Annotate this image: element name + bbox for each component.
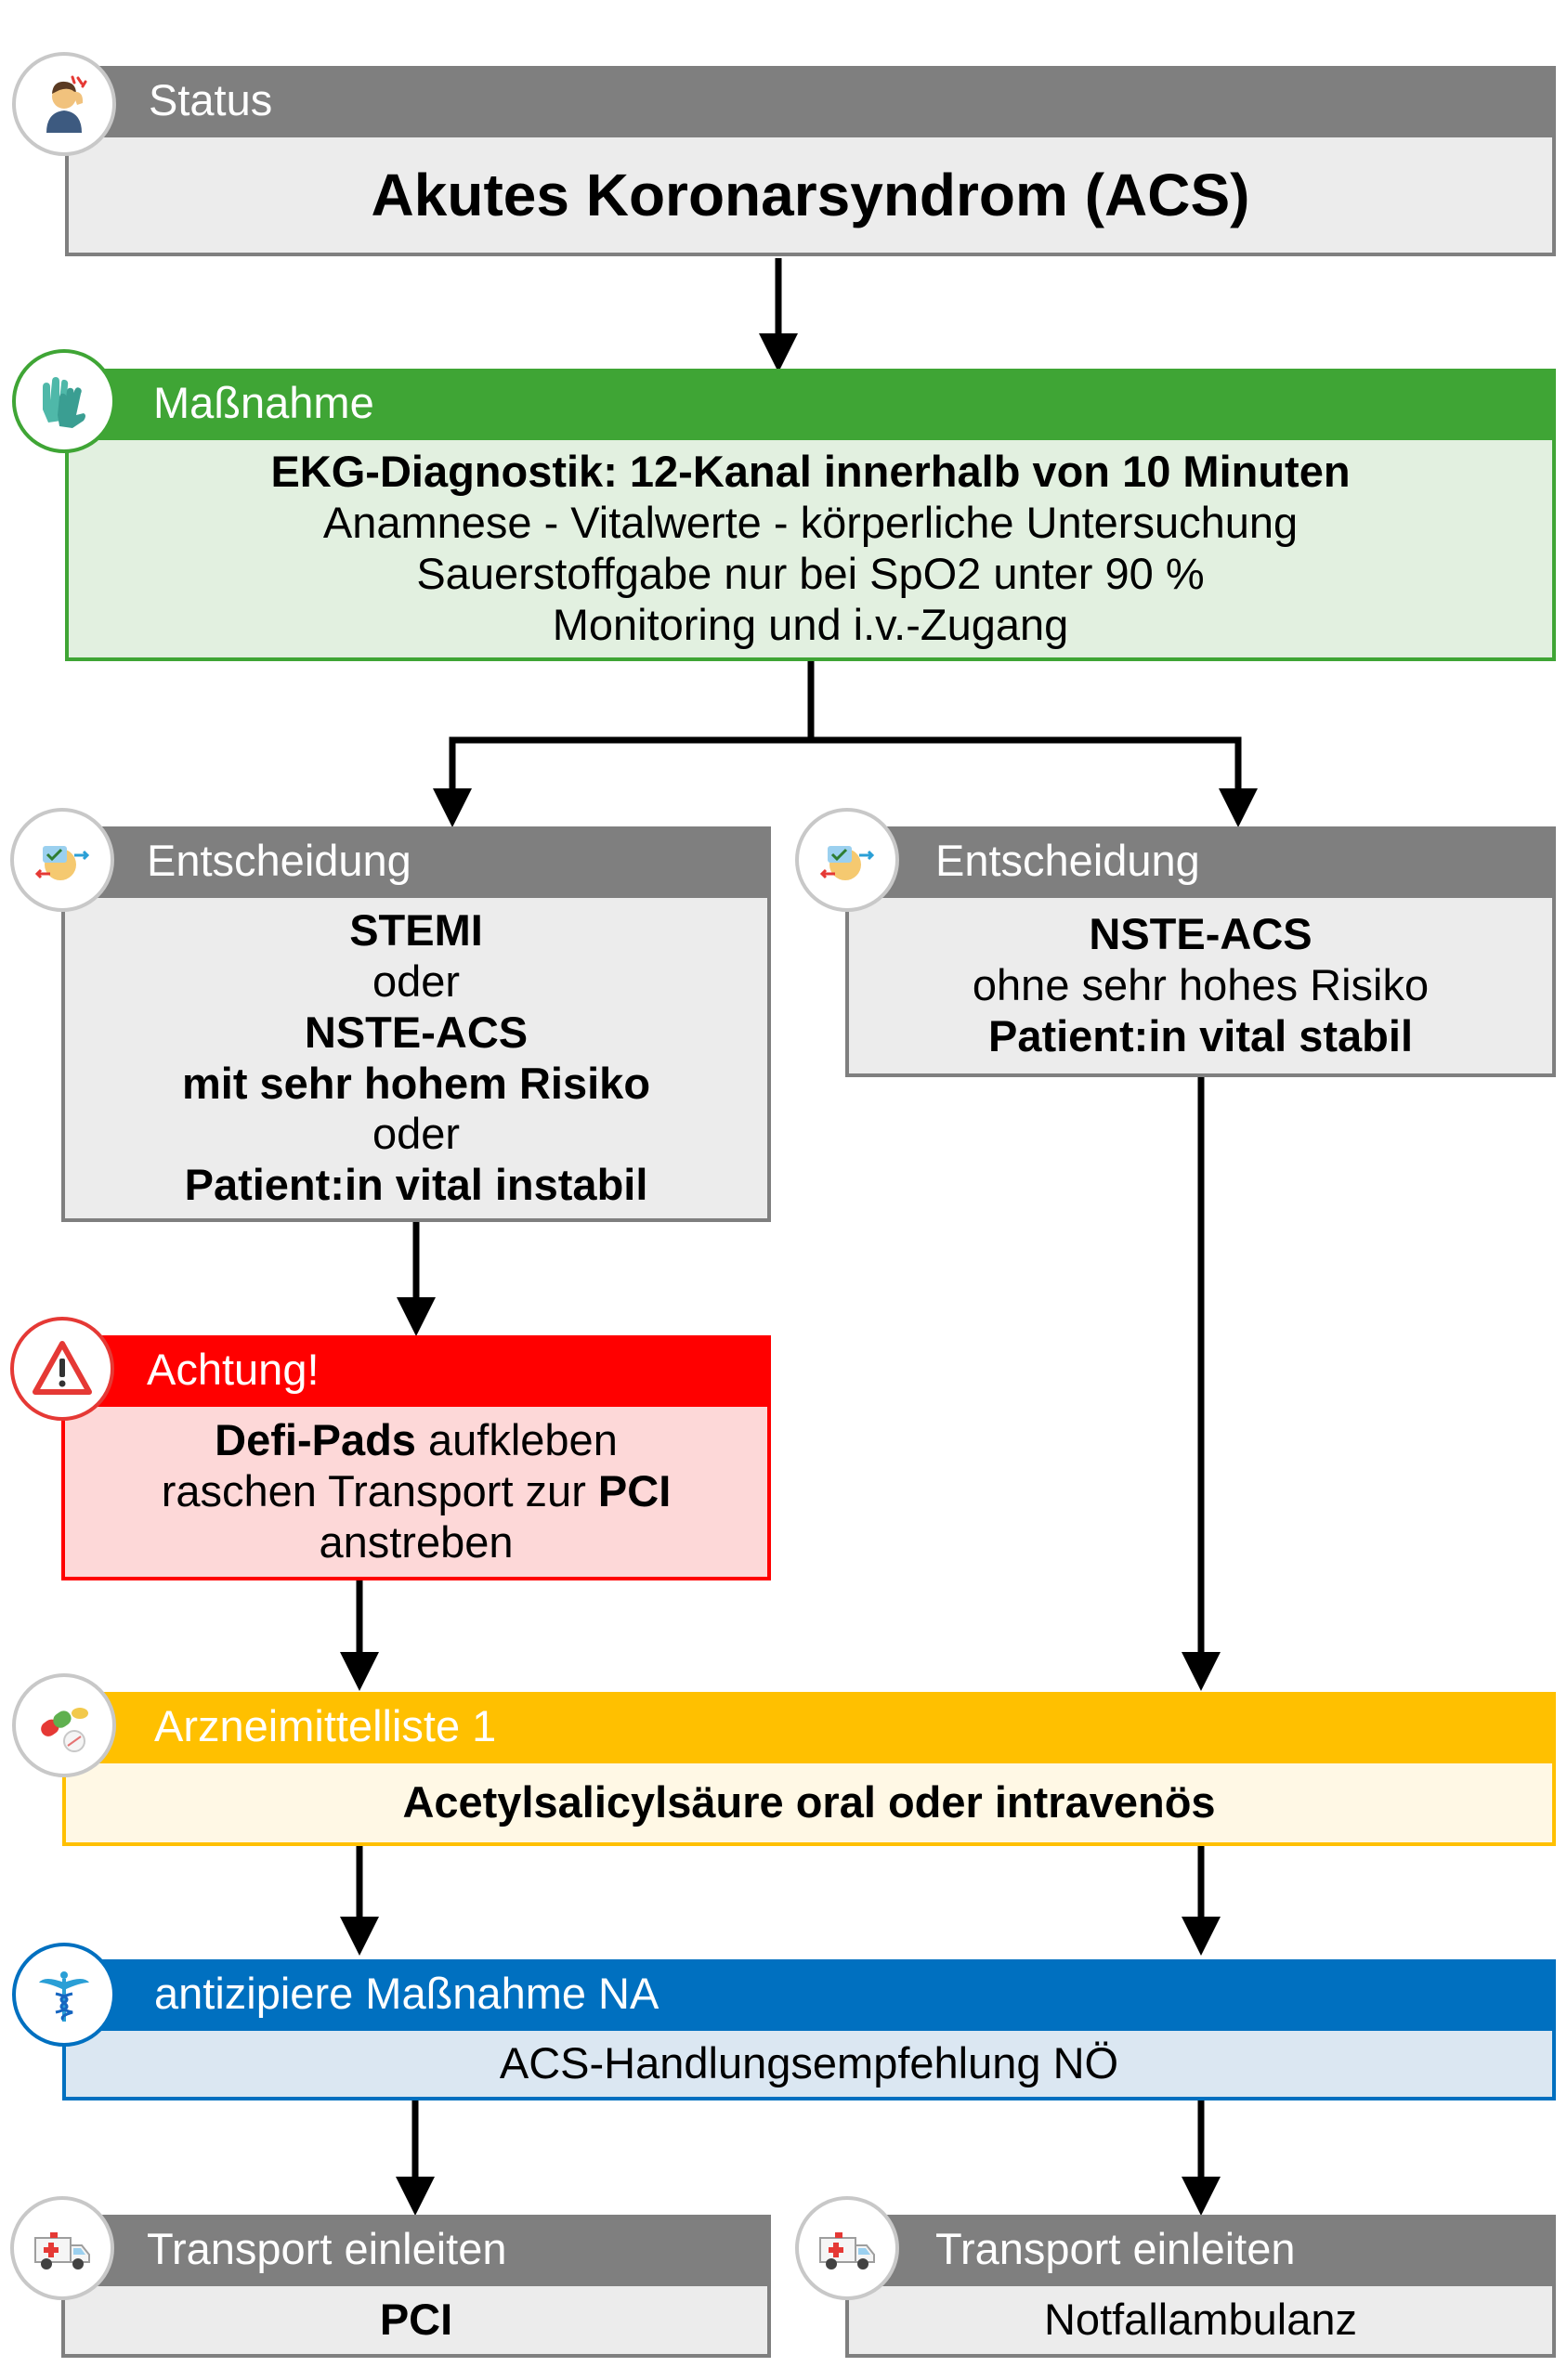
decision-left-line-1: STEMI <box>349 904 483 955</box>
decision-patient-icon <box>34 846 90 880</box>
status-header: Status <box>65 66 1556 134</box>
massnahme-line-1: EKG-Diagnostik: 12-Kanal innerhalb von 1… <box>270 447 1351 497</box>
arznei-body: Acetylsalicylsäure oral oder intravenös <box>62 1760 1556 1846</box>
decision-right-body: NSTE-ACS ohne sehr hohes Risiko Patient:… <box>845 894 1556 1077</box>
transport-left-header-label: Transport einleiten <box>147 2224 507 2273</box>
decision-left-line-3: NSTE-ACS <box>304 1007 529 1057</box>
na-header-label: antizipiere Maßnahme NA <box>154 1969 659 2018</box>
achtung-line-2-text: raschen Transport zur <box>161 1466 598 1515</box>
achtung-defi-pads: Defi-Pads <box>215 1415 416 1465</box>
arznei-header: Arzneimittelliste 1 <box>62 1692 1556 1760</box>
arznei-header-label: Arzneimittelliste 1 <box>154 1701 497 1750</box>
decision-right-line-3: Patient:in vital stabil <box>987 1010 1414 1060</box>
ambulance-icon <box>819 2232 875 2269</box>
branch-connector <box>433 661 815 827</box>
transport-left-body: PCI <box>61 2282 771 2358</box>
decision-right-header: Entscheidung <box>845 826 1556 894</box>
massnahme-line-4: Monitoring und i.v.-Zugang <box>552 599 1069 649</box>
decision-left-line-4: mit sehr hohem Risiko <box>181 1058 651 1108</box>
arznei-badge <box>12 1673 116 1777</box>
achtung-line-2: raschen Transport zur PCI <box>162 1466 672 1517</box>
headache-person-icon <box>46 75 87 133</box>
decision-right-line-2: ohne sehr hohes Risiko <box>972 960 1430 1009</box>
massnahme-header: Maßnahme <box>65 369 1556 436</box>
transport-left-text: PCI <box>379 2295 453 2344</box>
decision-right-line-1: NSTE-ACS <box>1089 909 1312 959</box>
status-badge <box>12 52 116 156</box>
status-header-label: Status <box>149 75 273 124</box>
decision-right-header-label: Entscheidung <box>935 836 1200 885</box>
transport-right-header: Transport einleiten <box>845 2215 1556 2282</box>
decision-left-line-2: oder <box>372 956 461 1006</box>
transport-right-body: Notfallambulanz <box>845 2282 1556 2358</box>
achtung-body: Defi-Pads aufkleben raschen Transport zu… <box>61 1403 771 1580</box>
massnahme-header-label: Maßnahme <box>153 378 374 427</box>
transport-right-header-label: Transport einleiten <box>935 2224 1296 2273</box>
pills-icon <box>41 1708 88 1752</box>
achtung-header-label: Achtung! <box>147 1345 320 1394</box>
decision-left-header-label: Entscheidung <box>147 836 411 885</box>
status-title: Akutes Koronarsyndrom (ACS) <box>371 161 1250 228</box>
achtung-line-1: Defi-Pads aufkleben <box>215 1415 618 1466</box>
branch-connector-right <box>811 736 1258 827</box>
decision-patient-icon <box>819 846 875 880</box>
transport-left-header: Transport einleiten <box>61 2215 771 2282</box>
na-badge <box>12 1943 116 2047</box>
massnahme-body: EKG-Diagnostik: 12-Kanal innerhalb von 1… <box>65 436 1556 661</box>
na-body: ACS-Handlungsempfehlung NÖ <box>62 2027 1556 2100</box>
massnahme-badge <box>12 349 116 453</box>
transport-right-badge <box>795 2196 899 2300</box>
decision-left-body: STEMI oder NSTE-ACS mit sehr hohem Risik… <box>61 894 771 1222</box>
na-text: ACS-Handlungsempfehlung NÖ <box>499 2038 1119 2087</box>
achtung-badge <box>10 1317 114 1421</box>
decision-right-badge <box>795 808 899 912</box>
na-header: antizipiere Maßnahme NA <box>62 1959 1556 2027</box>
transport-right-text: Notfallambulanz <box>1043 2295 1357 2344</box>
warning-triangle-icon <box>33 1341 92 1395</box>
decision-left-badge <box>10 808 114 912</box>
decision-left-line-5: oder <box>372 1109 461 1159</box>
ambulance-icon <box>34 2232 90 2269</box>
achtung-header: Achtung! <box>61 1335 771 1403</box>
massnahme-line-2: Anamnese - Vitalwerte - körperliche Unte… <box>322 498 1299 548</box>
decision-left-header: Entscheidung <box>61 826 771 894</box>
massnahme-line-3: Sauerstoffgabe nur bei SpO2 unter 90 % <box>416 549 1205 598</box>
transport-left-badge <box>10 2196 114 2300</box>
arznei-text: Acetylsalicylsäure oral oder intravenös <box>402 1777 1216 1827</box>
achtung-line-1-rest: aufkleben <box>415 1415 618 1465</box>
medical-gloves-icon <box>43 377 85 428</box>
caduceus-icon <box>39 1971 89 2022</box>
achtung-pci: PCI <box>597 1466 672 1515</box>
status-body: Akutes Koronarsyndrom (ACS) <box>65 134 1556 256</box>
decision-left-line-6: Patient:in vital instabil <box>184 1160 648 1210</box>
achtung-line-3: anstreben <box>319 1516 514 1567</box>
